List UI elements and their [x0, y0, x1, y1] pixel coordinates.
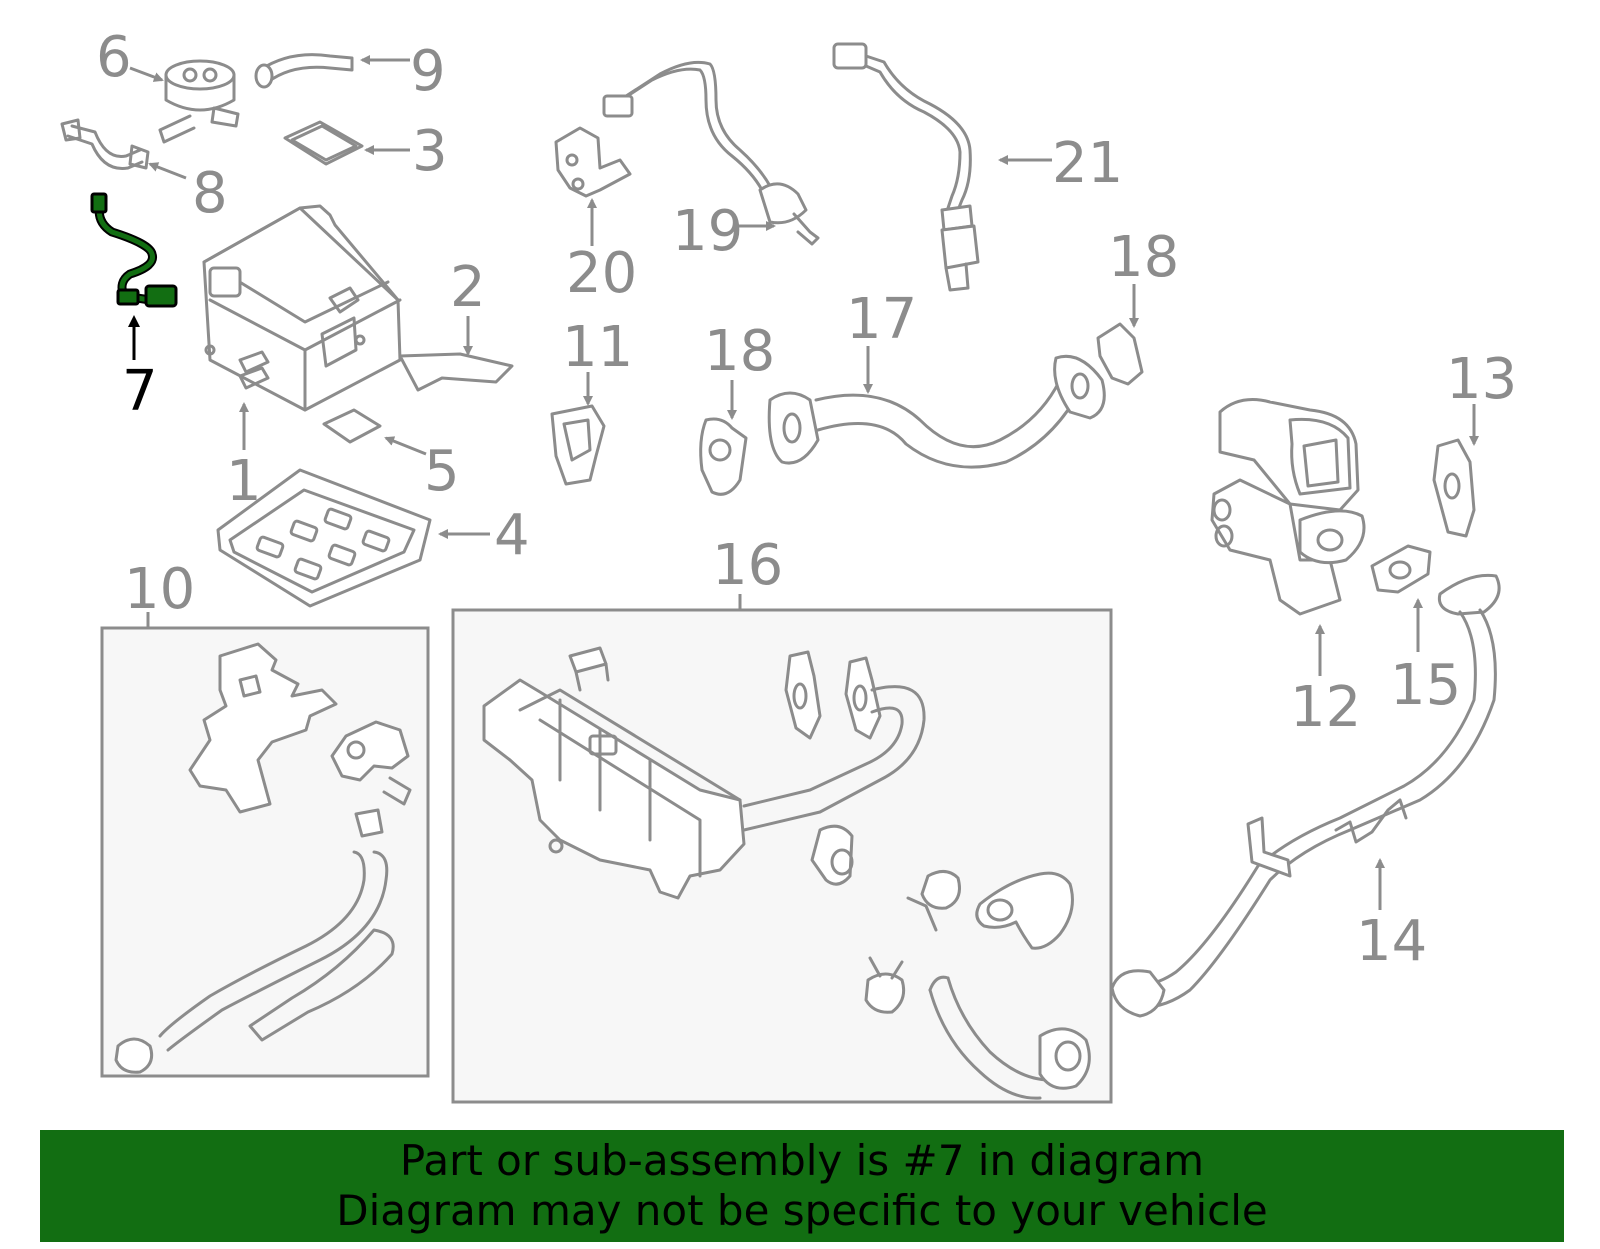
callout-3: 3 [412, 119, 448, 184]
part-5-pad [322, 408, 382, 444]
part-4-tray [216, 468, 432, 608]
callout-16: 16 [712, 533, 783, 598]
callout-6: 6 [96, 25, 132, 90]
callout-18-right: 18 [1108, 225, 1179, 290]
callout-21: 21 [1052, 131, 1123, 196]
part-18-gasket-left [699, 417, 748, 496]
part-8-hose [60, 118, 150, 170]
callout-12: 12 [1290, 675, 1361, 740]
callout-7: 7 [122, 359, 158, 424]
callouts: 6 9 3 8 7 1 2 5 4 20 19 21 11 18 17 18 1 [96, 25, 1517, 974]
callout-20: 20 [566, 241, 637, 306]
callout-13: 13 [1446, 347, 1517, 412]
part-15-gasket [1370, 544, 1432, 594]
callout-2: 2 [450, 255, 486, 320]
part-21-oxygen-sensor [832, 42, 980, 292]
part-11-gasket [550, 404, 606, 486]
part-3-filter [283, 120, 364, 166]
part-14-pipe [1110, 573, 1501, 1018]
part-13-gasket [1432, 438, 1476, 538]
callout-9: 9 [410, 39, 446, 104]
callout-10: 10 [124, 557, 195, 622]
callout-1: 1 [226, 449, 262, 514]
part-9-hose [254, 53, 354, 89]
part-18-gasket-right [1096, 322, 1144, 386]
sub-assembly-box-16 [451, 608, 1113, 1104]
part-12-egr-valve [1210, 398, 1366, 616]
callout-18-left: 18 [704, 319, 775, 384]
callout-17: 17 [846, 287, 917, 352]
part-6-purge-valve [158, 59, 240, 144]
part-7-sensor-harness [90, 192, 178, 308]
part-19-oxygen-sensor [602, 60, 820, 246]
banner-line-2: Diagram may not be specific to your vehi… [336, 1186, 1268, 1235]
banner-line-1: Part or sub-assembly is #7 in diagram [399, 1136, 1205, 1185]
callout-5: 5 [424, 439, 460, 504]
part-17-pipe [767, 354, 1106, 469]
callout-14: 14 [1356, 909, 1427, 974]
part-20-bracket [554, 126, 632, 198]
sub-assembly-box-10 [100, 626, 430, 1078]
part-2-bracket [398, 352, 514, 392]
callout-19: 19 [672, 199, 743, 264]
callout-4: 4 [494, 503, 530, 568]
part-1-canister [202, 204, 402, 412]
info-banner: Part or sub-assembly is #7 in diagram Di… [40, 1130, 1564, 1242]
callout-8: 8 [192, 161, 228, 226]
callout-11: 11 [562, 315, 633, 380]
callout-15: 15 [1390, 653, 1461, 718]
